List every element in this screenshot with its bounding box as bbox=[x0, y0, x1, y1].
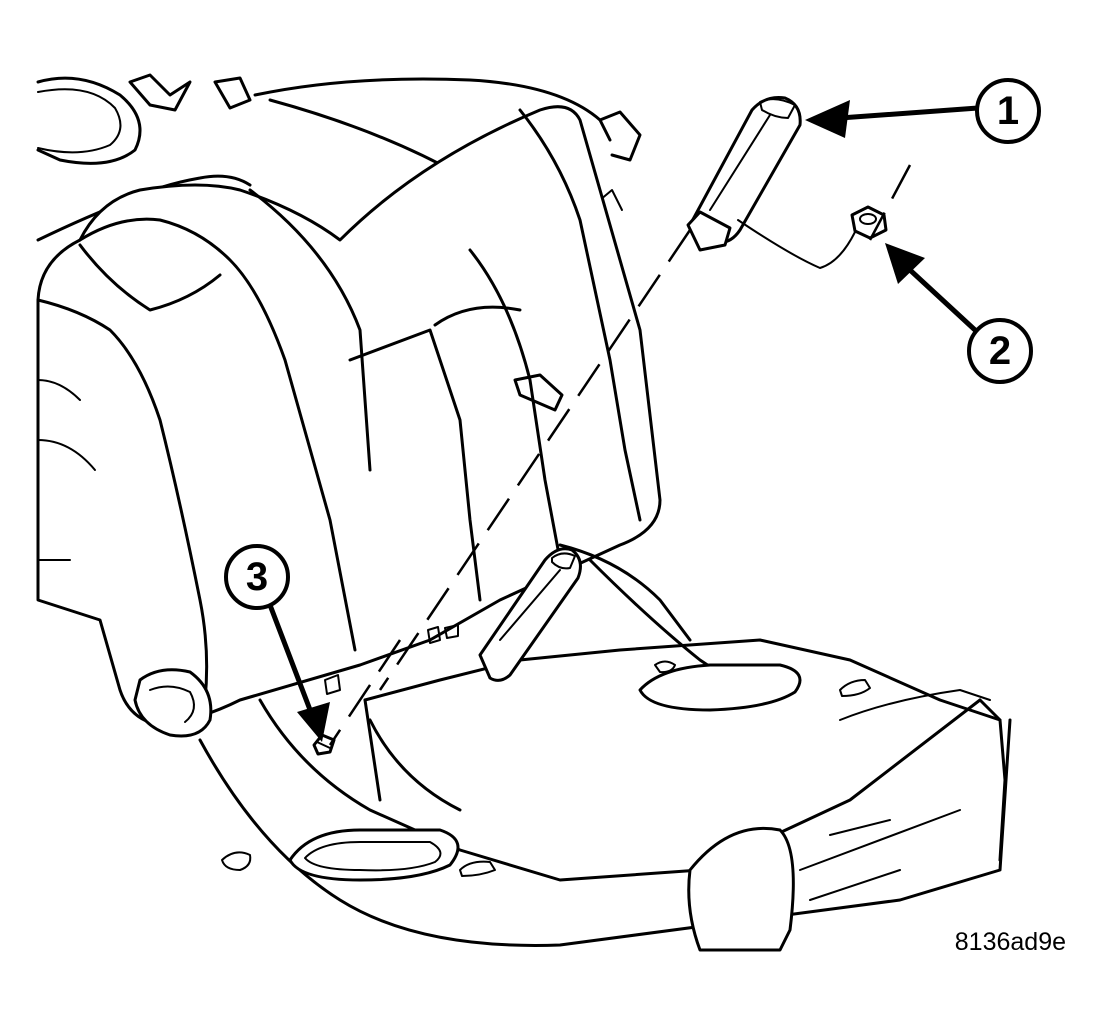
nut bbox=[850, 205, 888, 240]
callout-3-label: 3 bbox=[246, 555, 268, 599]
callout-3: 3 bbox=[224, 544, 290, 610]
install-centerlines bbox=[328, 164, 912, 746]
leader-arrows bbox=[267, 100, 981, 742]
floor-pan bbox=[198, 543, 1012, 952]
buckle bbox=[686, 96, 856, 269]
leader-arrow-1 bbox=[837, 105, 981, 121]
callout-2-label: 2 bbox=[989, 329, 1011, 373]
leader-arrow-2 bbox=[907, 267, 978, 333]
seat-back bbox=[36, 105, 662, 738]
arrowhead-2 bbox=[885, 243, 925, 284]
figure-code: 8136ad9e bbox=[954, 928, 1066, 956]
installed-buckle bbox=[478, 547, 582, 682]
leader-arrow-3 bbox=[267, 602, 315, 718]
callout-1-label: 1 bbox=[997, 89, 1019, 133]
callout-1: 1 bbox=[975, 78, 1041, 144]
callout-2: 2 bbox=[967, 318, 1033, 384]
arrowhead-1 bbox=[805, 100, 850, 138]
arrowhead-3 bbox=[297, 702, 330, 742]
